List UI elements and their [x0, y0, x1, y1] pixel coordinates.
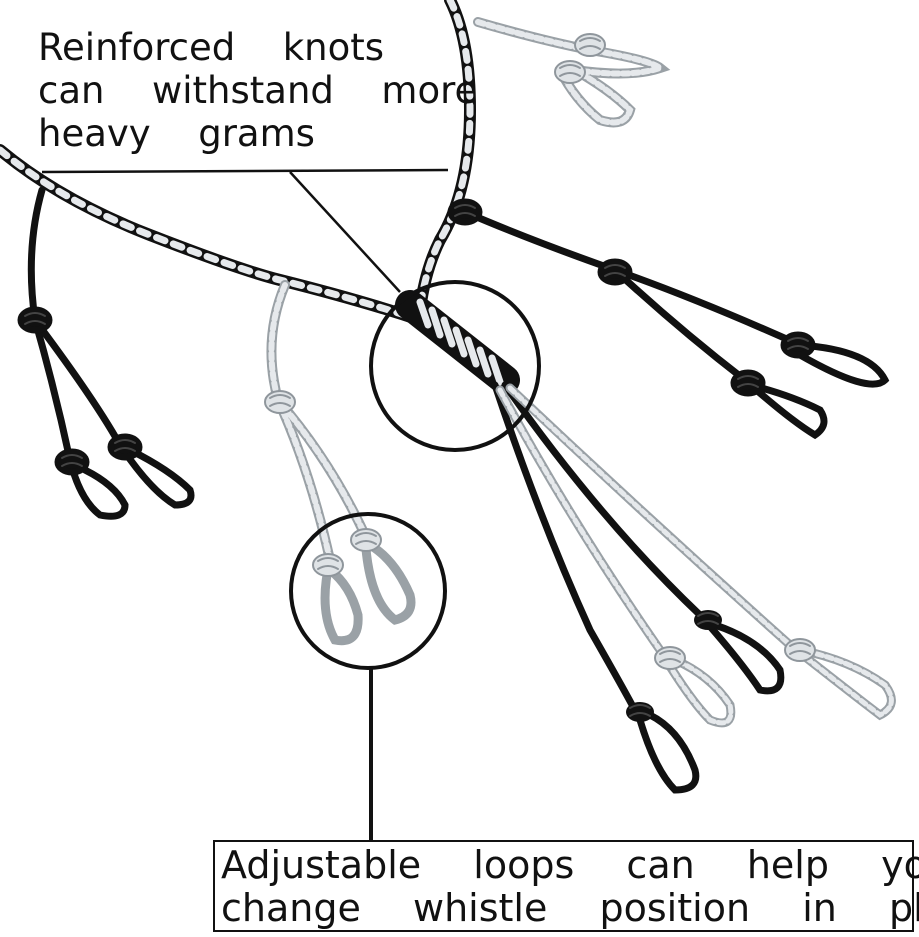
- cord-black-right: [451, 202, 890, 440]
- braided-cord-left: [0, 144, 426, 326]
- top-callout-underline: [41, 168, 449, 174]
- cord-white-top: [473, 17, 671, 128]
- callout-graphics: [41, 168, 541, 840]
- caption-line: can withstand more: [38, 69, 478, 112]
- cord-white-middle: [264, 280, 416, 646]
- reinforced-knot: [395, 290, 520, 395]
- knot-highlight-circle: [369, 280, 541, 452]
- caption-line: heavy grams: [38, 112, 315, 155]
- cord-lower-strands: [491, 381, 896, 794]
- caption-line: Adjustable loops can help you: [221, 843, 919, 887]
- cord-black-left: [21, 186, 195, 520]
- braided-cord-top: [414, 0, 477, 316]
- loop-highlight-circle: [289, 512, 447, 670]
- caption-line: change whistle position in place: [221, 886, 919, 930]
- top-callout-pointer: [289, 171, 401, 293]
- caption-line: Reinforced knots: [38, 26, 385, 69]
